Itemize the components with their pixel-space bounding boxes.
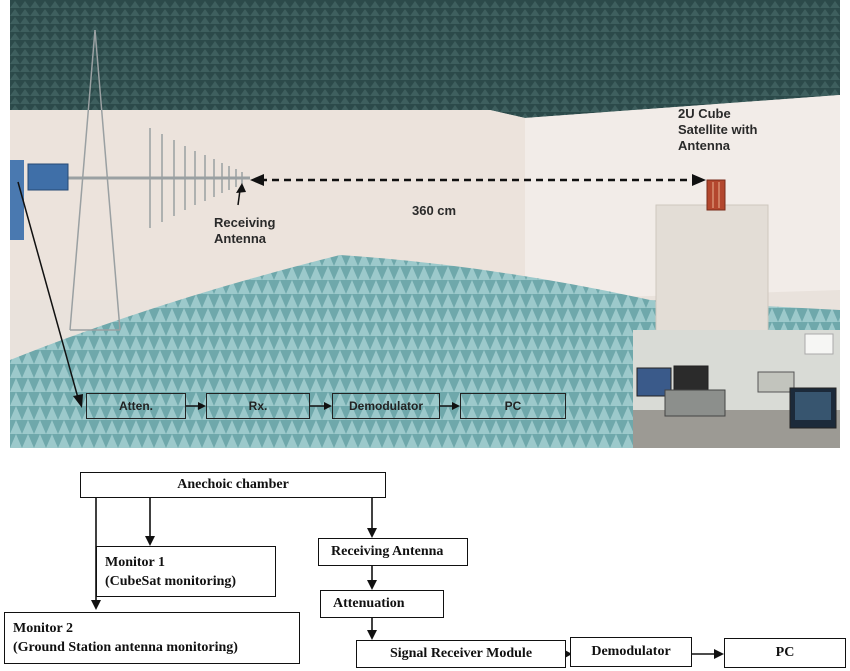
cubesat xyxy=(706,179,726,211)
receiving-antenna-label: Receiving Antenna xyxy=(214,215,276,246)
chain-pc-box: PC xyxy=(460,393,566,419)
anechoic-chamber-box: Anechoic chamber xyxy=(80,472,386,498)
monitor1-box: Monitor 1 (CubeSat monitoring) xyxy=(96,546,276,597)
attenuation-box: Attenuation xyxy=(320,590,444,618)
monitor2-title: Monitor 2 xyxy=(13,621,74,636)
distance-label: 360 cm xyxy=(412,203,457,218)
antenna-clamp xyxy=(10,160,24,240)
monitor1-subtitle: (CubeSat monitoring) xyxy=(105,573,237,589)
log-periodic-antenna xyxy=(30,29,250,331)
left-wall xyxy=(10,110,525,300)
lab-inset-photo xyxy=(633,330,840,448)
cubesat-label: 2U Cube Satellite with Antenna xyxy=(678,106,758,153)
signal-receiver-module-box: Signal Receiver Module xyxy=(356,640,566,668)
chain-demodulator-box: Demodulator xyxy=(332,393,440,419)
demodulator-box: Demodulator xyxy=(570,637,692,667)
monitor1-title: Monitor 1 xyxy=(105,554,166,570)
chain-atten-box: Atten. xyxy=(86,393,186,419)
antenna-to-atten-line xyxy=(17,181,79,399)
floor-absorbers xyxy=(10,255,840,448)
chain-rx-box: Rx. xyxy=(206,393,310,419)
receiving-antenna-box: Receiving Antenna xyxy=(318,538,468,566)
chamber-photo: 2U Cube Satellite with Antenna 360 cm Re… xyxy=(10,0,840,448)
monitor2-box: Monitor 2 (Ground Station antenna monito… xyxy=(4,612,300,664)
monitor2-subtitle: (Ground Station antenna monitoring) xyxy=(13,640,238,655)
ceiling-absorbers xyxy=(10,0,840,118)
chamber-scene xyxy=(10,0,840,448)
pc-box: PC xyxy=(724,638,846,668)
antenna-mount xyxy=(27,163,69,191)
